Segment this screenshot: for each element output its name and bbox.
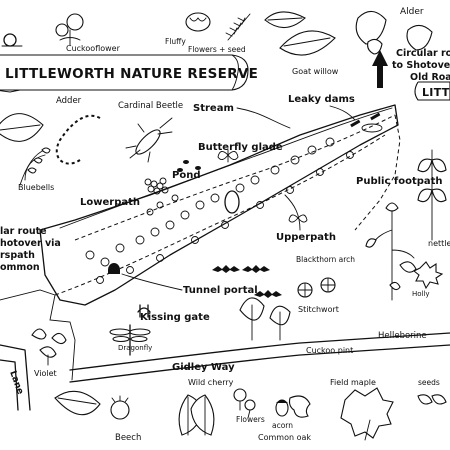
label-wild-cherry: Wild cherry: [188, 378, 234, 387]
cuckooflower-illustration: Cuckooflower: [55, 13, 121, 53]
cardinal-beetle-word: Cardinal Beetle: [118, 101, 183, 111]
label-fluffy: Fluffy: [165, 37, 186, 46]
public-footpath-line: [354, 114, 401, 231]
circular-route-left-line3: rspath: [0, 250, 35, 261]
stitchwort-illustration: Stitchwort: [297, 277, 339, 314]
label-flowers: Flowers: [236, 415, 265, 424]
label-field-maple: Field maple: [330, 378, 376, 387]
dragonfly-illustration: Dragonfly: [109, 324, 152, 356]
label-stream: Stream: [193, 103, 234, 114]
label-stitchwort: Stitchwort: [298, 305, 339, 314]
label-pond: Pond: [172, 170, 200, 181]
left-boundary-wiggle: [0, 289, 76, 381]
circular-route-right-line3: Old Road: [410, 72, 450, 83]
wild-cherry-illustration: Wild cherry: [178, 378, 234, 436]
circular-route-left: lar route hotover via rspath ommon: [0, 226, 61, 273]
circular-route-right: Circular ro to Shotove Old Road: [372, 48, 450, 88]
title-right-text: LITTL: [422, 86, 450, 99]
acorn-illustration: acorn Common oak: [258, 395, 311, 442]
frogspawn-icon: [144, 177, 167, 195]
label-cuckoo-pint: Cuckoo pint: [306, 346, 353, 355]
circular-route-left-line1: lar route: [0, 226, 47, 237]
snail-icon: [1, 33, 23, 47]
circular-route-right-line1: Circular ro: [396, 48, 450, 59]
stream-pointer: [236, 107, 291, 129]
title-banner: LITTLEWORTH NATURE RESERVE: [0, 54, 258, 93]
lane-road: [0, 344, 31, 411]
bats-icon: [212, 265, 282, 298]
helleborine-illustration: Helleborine: [365, 202, 427, 341]
goat-willow-catkin-illustration: Fluffy Flowers + seed: [165, 12, 246, 54]
label-cardinal-beetle: Cardinal Beetle: [118, 101, 183, 111]
label-lower-path: Lowerpath: [80, 197, 140, 208]
label-seeds: seeds: [418, 378, 440, 387]
butterfly-icon-2: [288, 214, 308, 223]
butterfly-icon: [217, 149, 239, 163]
bluebells-illustration: Bluebells: [18, 147, 54, 192]
label-cuckooflower: Cuckooflower: [66, 44, 121, 53]
label-upper-path: Upperpath: [276, 232, 336, 243]
label-bluebells: Bluebells: [18, 183, 54, 192]
gidley-way-road: [69, 344, 450, 383]
label-lane: Lane: [7, 370, 25, 396]
label-butterfly-glade: Butterfly glade: [198, 142, 283, 153]
leaky-dams-icon: [350, 112, 383, 133]
blackthorn-arch-word: Blackthorn arch: [296, 255, 355, 264]
lower-path-line: [54, 134, 386, 296]
upper-path-pointer: [284, 194, 301, 231]
label-adder: Adder: [56, 96, 82, 106]
cardinal-beetle-illustration: Cardinal Beetle: [118, 101, 183, 163]
circular-route-left-line2: hotover via: [0, 238, 61, 249]
label-violet: Violet: [34, 369, 57, 378]
title-right-banner: LITTL: [414, 81, 450, 101]
label-nettle: nettle: [428, 239, 450, 248]
cuckoo-pint-illustration: Cuckoo pint: [239, 297, 353, 355]
reserve-title: LITTLEWORTH NATURE RESERVE: [5, 66, 258, 82]
conifer-sprig-illustration: [225, 13, 251, 41]
label-tunnel-portal: Tunnel portal: [183, 285, 258, 296]
stream-line: [59, 107, 393, 229]
violet-illustration: Violet: [31, 328, 67, 378]
label-kissing-gate: Kissing gate: [140, 312, 210, 323]
tadpoles-icon: [177, 160, 201, 172]
leaky-dams-pointer: [329, 105, 356, 121]
label-blackthorn-arch: Blackthorn arch: [296, 255, 355, 264]
broad-leaf-illustration: [0, 113, 44, 142]
tunnel-portal-icon: [108, 263, 120, 274]
alder-illustration: Alder: [355, 7, 433, 55]
beech-illustration: Beech: [54, 390, 141, 443]
holly-illustration: Holly: [412, 261, 444, 298]
label-public-footpath: Public footpath: [356, 176, 443, 187]
kissing-gate-icon: [137, 304, 151, 318]
adder-illustration: Adder: [54, 96, 103, 167]
cherry-flowers-illustration: Flowers: [233, 388, 265, 424]
label-holly: Holly: [412, 290, 430, 298]
reserve-trees: [85, 137, 354, 284]
label-flowers-seed: Flowers + seed: [188, 45, 246, 54]
upper-path-line: [74, 114, 396, 241]
pond-shape: [224, 190, 240, 214]
label-common-oak: Common oak: [258, 433, 311, 442]
label-acorn: acorn: [272, 421, 293, 430]
label-dragonfly: Dragonfly: [118, 344, 152, 352]
goat-willow-leaves-illustration: Goat willow: [264, 11, 339, 76]
nettle-illustration: nettle: [417, 149, 450, 248]
label-alder: Alder: [400, 7, 424, 17]
label-gidley-way: Gidley Way: [172, 362, 235, 373]
circular-route-right-line2: to Shotove: [392, 60, 450, 71]
circular-route-left-line4: ommon: [0, 262, 40, 273]
label-helleborine: Helleborine: [378, 331, 427, 341]
label-goat-willow: Goat willow: [292, 67, 339, 76]
tunnel-portal-pointer: [121, 273, 183, 291]
label-leaky-dams: Leaky dams: [288, 94, 355, 105]
gidley-way-road-edge: [69, 332, 450, 371]
field-maple-illustration: Field maple seeds: [330, 378, 447, 441]
north-arrow-icon: [372, 50, 388, 88]
label-beech: Beech: [115, 433, 141, 443]
